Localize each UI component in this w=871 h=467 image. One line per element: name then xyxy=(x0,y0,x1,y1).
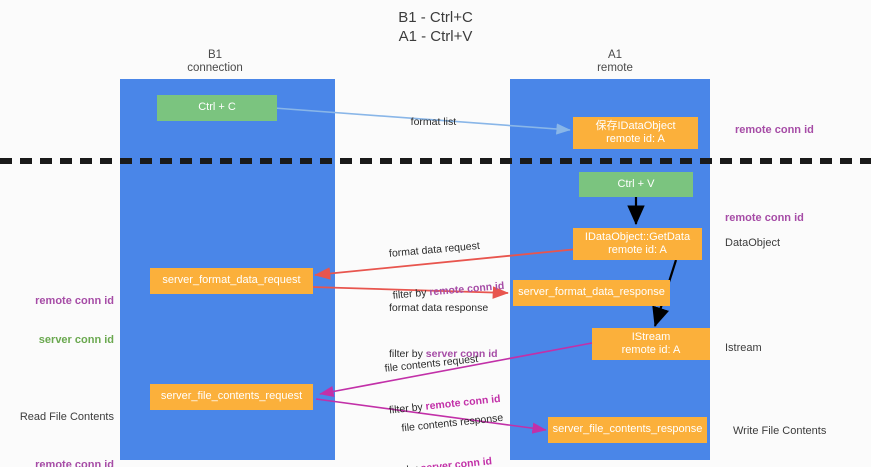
edge-label-format-data-response: format data response filter by server co… xyxy=(389,273,498,389)
left-annotation-mid-line2: server conn id xyxy=(38,334,114,346)
column-header-a1-name: A1 xyxy=(607,49,623,61)
edge-label-format-list-text: format list xyxy=(410,116,457,128)
right-annotation-dataobject: DataObject xyxy=(725,237,781,249)
edge-label-format-list: format list xyxy=(399,101,457,143)
left-annotation-bottom-line2: remote conn id xyxy=(35,459,114,467)
edge-label-file-contents-response-filter-prefix: filter by xyxy=(383,463,421,467)
diagram-title-line2: A1 - Ctrl+V xyxy=(398,28,473,45)
edge-label-file-contents-response-filter-key: server conn id xyxy=(419,455,493,467)
node-getdata-line1: IDataObject::GetData xyxy=(584,230,691,243)
right-annotation-remote-conn-id-2: remote conn id xyxy=(725,212,804,224)
node-ctrl-c[interactable]: Ctrl + C xyxy=(157,95,277,121)
column-header-a1-role: remote xyxy=(597,62,633,74)
node-getdata[interactable]: IDataObject::GetData remote id: A xyxy=(573,228,702,260)
node-server-format-data-response[interactable]: server_format_data_response xyxy=(513,280,670,306)
node-istream-line1: IStream xyxy=(631,330,671,343)
node-ctrl-v-label: Ctrl + V xyxy=(617,177,655,190)
left-annotation-mid: remote conn id server conn id xyxy=(0,269,114,373)
right-annotation-remote-conn-id-1: remote conn id xyxy=(735,124,814,136)
node-ctrl-v[interactable]: Ctrl + V xyxy=(579,172,693,197)
column-header-b1-role: connection xyxy=(187,62,243,74)
right-annotation-write-file-contents: Write File Contents xyxy=(733,425,827,437)
node-idataobject-line2: remote id: A xyxy=(606,133,665,145)
node-idataobject[interactable]: 保存IDataObject remote id: A xyxy=(573,117,698,149)
node-server-format-data-request[interactable]: server_format_data_request xyxy=(150,268,313,294)
left-annotation-mid-line1: remote conn id xyxy=(35,295,114,307)
edge-label-file-contents-request-text: file contents request xyxy=(384,353,479,375)
node-istream-line2: remote id: A xyxy=(621,344,681,356)
node-server-format-data-response-label: server_format_data_response xyxy=(518,286,665,299)
left-annotation-bottom-line1: Read File Contents xyxy=(19,411,114,423)
node-idataobject-line1: 保存IDataObject xyxy=(595,119,676,132)
edge-label-format-data-response-filter-key: server conn id xyxy=(425,348,498,360)
node-server-format-data-request-label: server_format_data_request xyxy=(162,274,301,287)
node-server-file-contents-response-label: server_file_contents_response xyxy=(552,423,703,436)
node-getdata-line2: remote id: A xyxy=(608,244,667,256)
edge-label-format-data-response-text: format data response xyxy=(389,302,489,314)
node-server-file-contents-response[interactable]: server_file_contents_response xyxy=(548,417,707,443)
edge-label-format-data-request-text: format data request xyxy=(388,239,481,260)
node-server-file-contents-request[interactable]: server_file_contents_request xyxy=(150,384,313,410)
edge-label-file-contents-response: file contents response filter by server … xyxy=(376,383,511,467)
node-istream[interactable]: IStream remote id: A xyxy=(592,328,710,360)
node-server-file-contents-request-label: server_file_contents_request xyxy=(160,390,303,403)
node-ctrl-c-label: Ctrl + C xyxy=(198,101,236,114)
column-header-b1-name: B1 xyxy=(207,49,223,61)
right-annotation-istream: Istream xyxy=(725,342,762,354)
diagram-title-line1: B1 - Ctrl+C xyxy=(398,9,473,26)
edge-label-format-data-response-filter-prefix: filter by xyxy=(389,348,426,360)
edge-label-file-contents-response-text: file contents response xyxy=(400,411,504,435)
left-annotation-bottom: Read File Contents remote conn id server… xyxy=(0,385,114,467)
